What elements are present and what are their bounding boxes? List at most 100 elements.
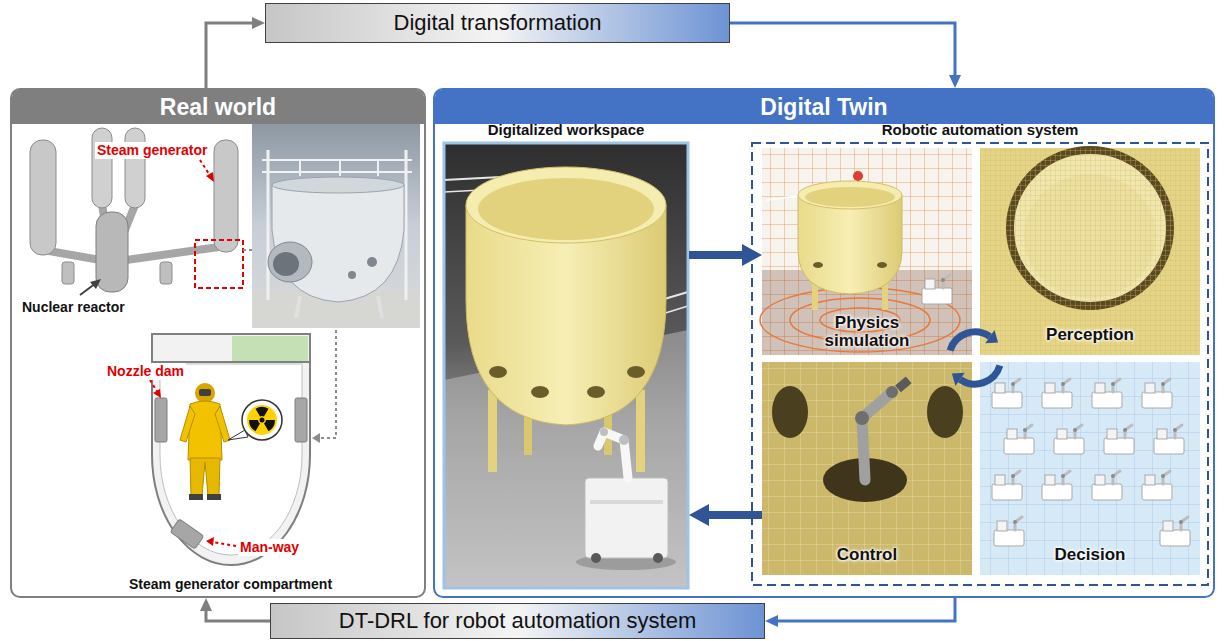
leader-line-part bbox=[243, 249, 252, 251]
arrow-head bbox=[200, 598, 212, 611]
cycle-arrow-part bbox=[950, 332, 990, 350]
control-render-part bbox=[927, 386, 963, 438]
decision-render-part bbox=[1160, 517, 1190, 546]
workspace-render-part bbox=[598, 432, 628, 478]
workspace-render-part bbox=[585, 478, 668, 558]
worker-figure-part bbox=[215, 406, 230, 442]
workspace-render-part bbox=[488, 390, 497, 472]
automation-group: Robotic automation systemPhysics simulat… bbox=[752, 120, 1208, 587]
reactor-drawing-part bbox=[96, 212, 128, 292]
tile-label: Control bbox=[837, 546, 897, 565]
arrow-head bbox=[252, 17, 265, 29]
decision-render-part bbox=[1054, 425, 1084, 454]
connector bbox=[689, 504, 762, 526]
control-render bbox=[762, 362, 972, 575]
decision-tile: Decision bbox=[980, 362, 1200, 575]
workspace-render-part bbox=[444, 143, 688, 588]
radiation-bubble bbox=[228, 400, 282, 440]
tile-label: Physics simulation bbox=[807, 314, 927, 351]
cycle-arrow-part bbox=[985, 330, 998, 343]
physics-render-part bbox=[798, 195, 902, 294]
steam-generator-photo-part bbox=[262, 159, 412, 161]
panel-title: Real world bbox=[160, 94, 276, 121]
reactor-drawing-part bbox=[125, 128, 145, 208]
decision-render-part bbox=[980, 362, 1200, 575]
decision-render-part bbox=[1004, 425, 1034, 454]
cycle-arrow bbox=[950, 330, 1000, 386]
workspace-render-part bbox=[489, 366, 507, 378]
decision-render-part bbox=[1142, 379, 1172, 408]
tile-label: Perception bbox=[1046, 326, 1134, 345]
perception-tile: Perception bbox=[980, 148, 1200, 355]
label-holder: Man-way bbox=[238, 538, 301, 556]
callout-arrow-part bbox=[206, 537, 214, 546]
connector-line bbox=[206, 607, 270, 621]
callout-arrow bbox=[200, 160, 214, 182]
box-label: Digital transformation bbox=[394, 10, 602, 36]
arrow-head bbox=[742, 244, 762, 266]
steam-generator-photo-part bbox=[252, 124, 420, 328]
workspace-render-part bbox=[636, 390, 645, 472]
physics-render-part bbox=[762, 148, 972, 355]
worker-figure-part bbox=[189, 494, 203, 500]
steam-generator-photo-part bbox=[367, 257, 377, 267]
steam-generator-photo-part bbox=[268, 242, 312, 282]
steam-generator-photo-part bbox=[299, 160, 301, 176]
worker-figure-part bbox=[199, 389, 211, 396]
decision-render-part bbox=[1042, 379, 1072, 408]
arrow-head bbox=[765, 615, 778, 627]
physics-render-part bbox=[922, 275, 952, 304]
control-render-part bbox=[762, 362, 972, 575]
radiation-bubble-part bbox=[260, 418, 265, 423]
connector bbox=[200, 598, 270, 621]
steam-generator-photo-part bbox=[273, 252, 299, 276]
steam-generator-photo-part bbox=[377, 160, 379, 176]
steam-generator-photo-part bbox=[296, 296, 300, 318]
control-render-part bbox=[762, 362, 972, 575]
steam-generator-photo bbox=[252, 124, 420, 328]
steam-generator-photo-part bbox=[272, 177, 404, 193]
decision-render-part bbox=[1142, 471, 1172, 500]
radiation-bubble-part bbox=[256, 407, 269, 417]
control-render-part bbox=[895, 376, 912, 392]
decision-render-part bbox=[1154, 425, 1184, 454]
callout-arrow bbox=[150, 380, 236, 546]
cycle-arrow-part bbox=[952, 373, 965, 386]
tile-label: Decision bbox=[1055, 546, 1126, 565]
highlight-box bbox=[195, 240, 243, 288]
worker-figure-part bbox=[195, 383, 215, 403]
header-band: Real world bbox=[12, 90, 424, 124]
control-render-part bbox=[855, 411, 869, 425]
group-heading: Robotic automation system bbox=[882, 120, 1079, 140]
pointer-arrow bbox=[80, 279, 101, 295]
steam-generator-photo-part bbox=[262, 171, 412, 173]
process-box: Digital transformation bbox=[265, 3, 730, 43]
worker-figure-part bbox=[188, 401, 222, 460]
leader-line-part bbox=[318, 330, 336, 438]
decision-render-part bbox=[1092, 379, 1122, 408]
callout-arrow-part bbox=[212, 542, 236, 546]
connector-line bbox=[730, 23, 955, 79]
radiation-bubble-part bbox=[249, 420, 260, 431]
compartment-drawing-part bbox=[155, 398, 167, 442]
reactor-drawing-part bbox=[214, 140, 238, 252]
group-heading: Digitalized workspace bbox=[488, 120, 645, 140]
callout-arrow-part bbox=[153, 389, 161, 398]
perception-render-part bbox=[980, 148, 1200, 355]
workspace-render-part bbox=[466, 167, 666, 243]
connector-line bbox=[689, 251, 748, 259]
connector bbox=[730, 23, 961, 88]
compartment-drawing-part bbox=[170, 519, 204, 549]
pointer-arrow-part bbox=[90, 279, 101, 289]
reactor-drawing bbox=[30, 128, 238, 292]
reactor-drawing-part bbox=[92, 128, 112, 208]
workspace-render-part bbox=[619, 435, 629, 445]
workspace-render-part bbox=[587, 386, 605, 398]
control-render-part bbox=[886, 386, 898, 398]
process-box: DT-DRL for robot automation system bbox=[270, 603, 765, 639]
arrow-head bbox=[689, 504, 709, 526]
steam-generator-photo-part bbox=[348, 271, 356, 279]
compartment-drawing-part bbox=[232, 336, 308, 362]
